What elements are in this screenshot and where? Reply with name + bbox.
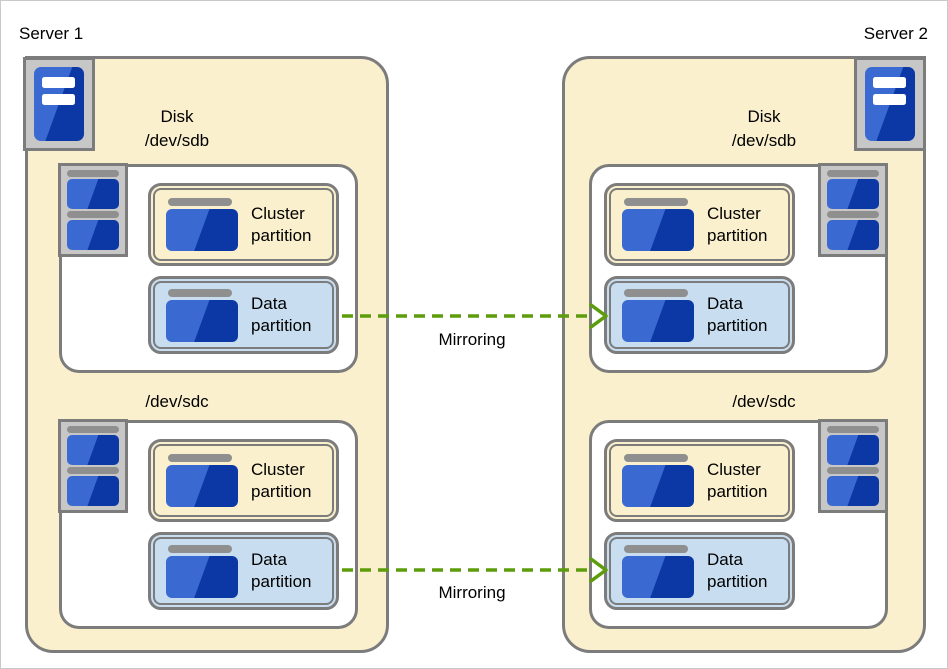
mirroring-arrow [342, 303, 608, 329]
disk-stack-unit [67, 467, 119, 506]
mirroring-arrowhead [589, 557, 608, 583]
disk-sdb-title-server1: Disk /dev/sdb [77, 105, 277, 153]
server-tower-icon [854, 57, 926, 151]
cluster-partition-server2-sdb: Cluster partition [604, 183, 795, 266]
disk-sdb-title-server2: Disk /dev/sdb [664, 105, 864, 153]
disk-icon [622, 544, 694, 598]
disk-stack-unit [67, 211, 119, 250]
partition-label: Data partition [251, 294, 312, 335]
partition-label: Cluster partition [251, 203, 312, 245]
disk-stack-unit [827, 211, 879, 250]
disk-stack-unit [827, 170, 879, 209]
disk-title-line: /dev/sdb [144, 131, 210, 150]
disk-stack-icon [818, 163, 888, 257]
disk-icon [622, 198, 694, 251]
server-tower-icon [23, 57, 95, 151]
mirroring-arrowhead [589, 303, 608, 329]
server-tower-glyph [34, 67, 84, 141]
disk-icon [622, 454, 694, 507]
disk-title-line: /dev/sdc [732, 392, 796, 411]
disk-sdc-title-server1: /dev/sdc [77, 390, 277, 414]
partition-label: Cluster partition [251, 459, 312, 501]
disk-stack-unit [827, 426, 879, 465]
data-partition-server1-sdb: Data partition [148, 276, 339, 354]
disk-stack-icon [818, 419, 888, 513]
partition-label: Data partition [707, 294, 768, 335]
partition-label: Cluster partition [707, 459, 768, 501]
disk-stack-unit [67, 170, 119, 209]
data-partition-server2-sdc: Data partition [604, 532, 795, 610]
disk-title-line: Disk [160, 107, 194, 126]
disk-title-line: Disk [747, 107, 781, 126]
cluster-partition-server1-sdb: Cluster partition [148, 183, 339, 266]
disk-stack-unit [67, 426, 119, 465]
disk-icon [622, 288, 694, 342]
server1-label: Server 1 [19, 24, 84, 43]
partition-label: Cluster partition [707, 203, 768, 245]
partition-label: Data partition [251, 550, 312, 591]
disk-stack-icon [58, 163, 128, 257]
cluster-partition-server1-sdc: Cluster partition [148, 439, 339, 522]
mirroring-label: Mirroring [438, 330, 506, 349]
disk-stack-icon [58, 419, 128, 513]
disk-icon [166, 454, 238, 507]
mirroring-label: Mirroring [438, 583, 506, 602]
server2-label: Server 2 [863, 24, 928, 43]
disk-sdc-title-server2: /dev/sdc [664, 390, 864, 414]
data-partition-server1-sdc: Data partition [148, 532, 339, 610]
disk-icon [166, 544, 238, 598]
mirroring-arrow [342, 557, 608, 583]
partition-label: Data partition [707, 550, 768, 591]
disk-title-line: /dev/sdc [145, 392, 209, 411]
disk-icon [166, 198, 238, 251]
server-tower-glyph [865, 67, 915, 141]
disk-stack-unit [827, 467, 879, 506]
data-partition-server2-sdb: Data partition [604, 276, 795, 354]
disk-icon [166, 288, 238, 342]
cluster-partition-server2-sdc: Cluster partition [604, 439, 795, 522]
disk-title-line: /dev/sdb [731, 131, 797, 150]
